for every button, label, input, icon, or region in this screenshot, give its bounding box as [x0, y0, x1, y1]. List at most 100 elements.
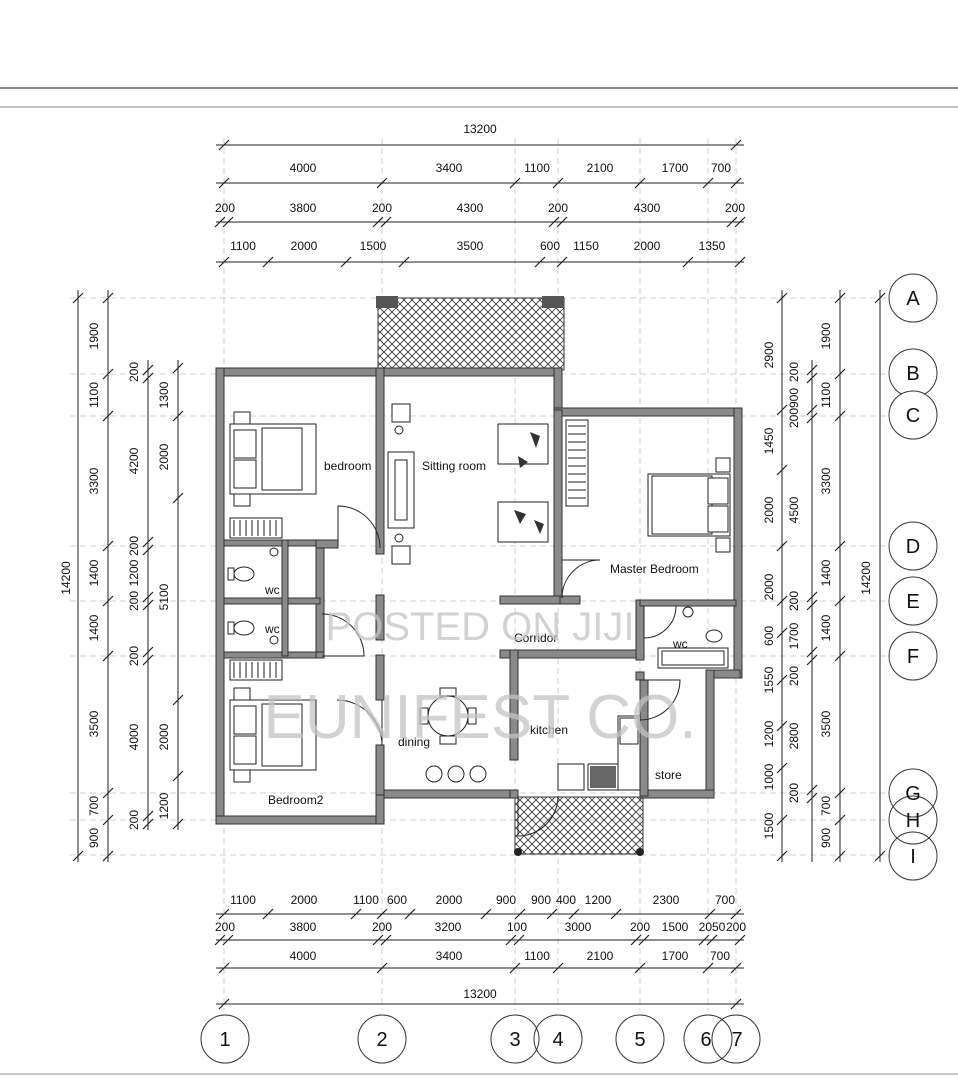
grid-label-2: 2: [376, 1029, 387, 1051]
dim-label: 3500: [819, 710, 833, 737]
dim-right-overall: 14200: [859, 561, 873, 595]
grid-label-i: I: [910, 846, 916, 868]
dimension-tick: [776, 850, 788, 862]
watermark-line2: EUNIFEST CO.: [264, 683, 697, 752]
dimension-tick: [548, 216, 560, 228]
dimension-tick: [610, 908, 622, 920]
grid-label-b: B: [906, 363, 919, 385]
wardrobe-1: [229, 517, 283, 539]
dimension-tick: [142, 818, 154, 830]
dim-label: 700: [710, 949, 730, 963]
dimension-tick: [72, 292, 84, 304]
dim-label: 3400: [436, 949, 463, 963]
dim-label: 1900: [819, 322, 833, 349]
dim-label: 200: [372, 201, 392, 215]
dim-label: 4000: [290, 949, 317, 963]
dim-label: 1200: [127, 559, 141, 586]
dimension-tick: [514, 908, 526, 920]
grid-bubble-g: [888, 768, 938, 818]
dimension-tick: [806, 591, 818, 603]
dim-label: 2000: [157, 443, 171, 470]
dimension-tick: [218, 908, 230, 920]
dim-label: 4000: [290, 161, 317, 175]
dimension-tick: [834, 540, 846, 552]
dimension-tick: [142, 536, 154, 548]
dim-label: 1100: [524, 949, 550, 963]
dimension-tick: [734, 256, 746, 268]
dimension-tick: [776, 720, 788, 732]
dimension-tick: [806, 654, 818, 666]
dimension-tick: [218, 139, 230, 151]
dimension-tick: [142, 599, 154, 611]
dim-label: 200: [215, 920, 235, 934]
room-wc-top: wc: [264, 583, 280, 597]
grid-bubble-d: [888, 521, 938, 571]
dim-label: 200: [548, 201, 568, 215]
dimension-tick: [776, 627, 788, 639]
dimension-tick: [404, 908, 416, 920]
dimension-tick: [102, 850, 114, 862]
dimension-tick: [682, 256, 694, 268]
dim-label: 1500: [762, 812, 776, 839]
dimension-tick: [380, 934, 392, 946]
dimension-tick: [102, 787, 114, 799]
grid-label-g: G: [905, 783, 921, 805]
dim-label: 3200: [435, 920, 462, 934]
dimension-tick: [172, 694, 184, 706]
dimension-tick: [398, 256, 410, 268]
sheet-border: [0, 87, 958, 1075]
dimension-tick: [262, 256, 274, 268]
dim-label: 200: [726, 920, 746, 934]
dimension-tick: [142, 544, 154, 556]
dimension-tick: [376, 177, 388, 189]
master-wardrobe: [565, 419, 589, 507]
dim-label: 700: [715, 893, 735, 907]
dim-label: 4200: [127, 447, 141, 474]
dim-label: 1400: [819, 614, 833, 641]
grid-bubble-c: [888, 390, 938, 440]
dimension-tick: [218, 177, 230, 189]
dimension-tick: [372, 934, 384, 946]
dim-label: 2900: [762, 341, 776, 368]
dimension-tick: [834, 368, 846, 380]
grid-bubbles-rows: A B C D E F G H I: [888, 273, 938, 881]
dim-label: 200: [787, 408, 801, 428]
dim-label: 200: [725, 201, 745, 215]
dimension-tick: [776, 292, 788, 304]
kitchen-counter: [557, 715, 641, 791]
dim-label: 100: [507, 920, 527, 934]
dimension-tick: [172, 362, 184, 374]
dimension-tick: [142, 646, 154, 658]
back-veranda: [514, 796, 644, 855]
dimension-tick: [218, 962, 230, 974]
toilet-1: [227, 566, 255, 582]
dimension-tick: [834, 292, 846, 304]
dim-label: 1400: [87, 614, 101, 641]
dim-label: 1500: [360, 239, 387, 253]
dimension-tick: [776, 404, 788, 416]
dim-label: 2100: [587, 161, 614, 175]
dimension-tick: [509, 962, 521, 974]
dim-label: 900: [531, 893, 551, 907]
dimension-tick: [102, 540, 114, 552]
dimension-tick: [214, 216, 226, 228]
dimension-tick: [638, 934, 650, 946]
dim-label: 2100: [587, 949, 614, 963]
watermark-line1: POSTED ON JIJI: [326, 605, 635, 649]
grid-bubble-h: [888, 795, 938, 845]
dimension-tick: [730, 177, 742, 189]
dim-label: 5100: [157, 583, 171, 610]
dim-label: 1100: [87, 382, 101, 408]
dimension-tick: [568, 908, 580, 920]
dimension-tick: [172, 770, 184, 782]
dimension-tick: [776, 814, 788, 826]
dimension-tick: [513, 934, 525, 946]
room-dining: dining: [398, 735, 430, 749]
dimension-tick: [505, 934, 517, 946]
dimension-tick: [102, 814, 114, 826]
dim-bottom-overall: 13200: [463, 987, 497, 1001]
dimension-tick: [704, 908, 716, 920]
dim-label: 3800: [290, 920, 317, 934]
doors: [321, 505, 681, 837]
column-post: [636, 848, 644, 856]
